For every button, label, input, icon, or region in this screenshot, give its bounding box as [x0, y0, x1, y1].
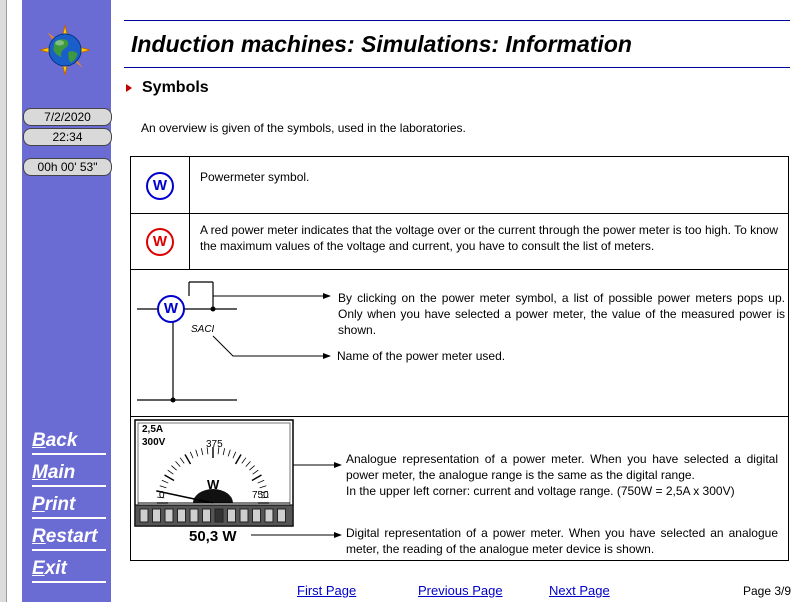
restart-link[interactable]: Restart: [32, 526, 106, 551]
meter-tick: [175, 461, 181, 467]
symbol-row-analogue: 2,5A 300V 375 0 750 W 50,3 W Analogue re…: [130, 416, 789, 561]
page-title: Induction machines: Simulations: Informa…: [131, 31, 632, 57]
sidebar: [22, 0, 111, 602]
powermeter-icon: W: [146, 172, 174, 200]
section-bullet-icon: [126, 84, 132, 92]
exit-link[interactable]: Exit: [32, 558, 106, 583]
meter-tick: [259, 485, 267, 489]
meter-tick: [161, 479, 169, 484]
meter-digit-cell: [239, 508, 249, 523]
meter-scale-mid: 375: [206, 439, 223, 450]
meter-tick: [241, 457, 247, 464]
meter-tick: [200, 448, 204, 456]
meter-tick: [171, 465, 177, 471]
meter-digit-cell: [152, 508, 161, 523]
meter-digit-cell: [202, 508, 211, 523]
globe-logo-icon: [40, 24, 90, 76]
meter-tick: [232, 451, 237, 459]
meter-tick: [227, 449, 231, 457]
meter-digit-cell: [277, 508, 286, 523]
meter-digit-cell: [227, 508, 236, 523]
meter-tick: [195, 449, 199, 457]
header-rule-bottom: [124, 67, 790, 68]
header-rule-top: [124, 20, 790, 21]
window-edge: [0, 0, 7, 602]
elapsed-timer: 00h 00' 53": [23, 158, 112, 176]
meter-scale-min: 0: [159, 490, 165, 501]
print-link[interactable]: Print: [32, 494, 106, 519]
meter-tick: [251, 474, 262, 482]
time-display: 22:34: [23, 128, 112, 146]
meter-tick: [257, 479, 265, 484]
meter-range-current: 2,5A: [142, 424, 163, 435]
meter-tick: [245, 461, 251, 467]
meter-range-voltage: 300V: [142, 437, 166, 448]
clickable-powermeter-icon[interactable]: W: [157, 295, 185, 323]
meter-digit-cell: [214, 508, 224, 523]
click-description: By clicking on the power meter symbol, a…: [338, 291, 785, 337]
meter-tick: [179, 457, 185, 464]
meter-unit: W: [207, 477, 220, 492]
powermeter-circuit-diagram: [137, 281, 331, 403]
meter-tick: [217, 447, 220, 455]
next-page-link[interactable]: Next Page: [549, 583, 610, 598]
meter-digit-cell: [139, 508, 149, 523]
meter-scale-max: 750: [252, 490, 269, 501]
meter-name-label: SACI: [191, 324, 215, 335]
meter-digit-cell: [164, 508, 174, 523]
powermeter-description: Powermeter symbol.: [200, 170, 310, 184]
meter-tick: [159, 485, 167, 489]
analogue-meter-diagram: 2,5A 300V 375 0 750 W 50,3 W: [134, 419, 342, 545]
red-powermeter-icon: W: [146, 228, 174, 256]
intro-text: An overview is given of the symbols, use…: [141, 121, 466, 135]
meter-tick: [157, 496, 165, 499]
first-page-link[interactable]: First Page: [297, 583, 357, 598]
main-link[interactable]: Main: [32, 462, 106, 487]
digital-description: Digital representation of a power meter.…: [346, 526, 778, 556]
meter-tick: [167, 469, 174, 475]
meter-needle: [156, 490, 214, 504]
analogue-range-note: In the upper left corner: current and vo…: [346, 484, 735, 498]
meter-tick: [206, 447, 209, 455]
meter-tick: [189, 451, 194, 459]
meter-digit-cell: [177, 508, 186, 523]
meter-tick: [261, 496, 269, 499]
back-link[interactable]: Back: [32, 430, 106, 455]
meter-tick: [260, 490, 268, 494]
digital-reading: 50,3 W: [189, 528, 237, 545]
symbol-row-red-meter: W A red power meter indicates that the v…: [130, 213, 789, 270]
meter-tick: [249, 465, 255, 471]
meter-name-description: Name of the power meter used.: [337, 349, 506, 363]
previous-page-link[interactable]: Previous Page: [418, 583, 503, 598]
meter-tick: [252, 469, 259, 475]
meter-tick: [234, 454, 242, 465]
meter-tick: [222, 448, 226, 456]
meter-tick: [164, 474, 175, 482]
section-heading: Symbols: [142, 79, 209, 96]
meter-tick: [184, 454, 192, 465]
meter-digit-cell: [189, 508, 199, 523]
meter-digit-cell: [264, 508, 274, 523]
symbol-row-powermeter: W Powermeter symbol.: [130, 156, 789, 214]
page-indicator: Page 3/9: [743, 584, 792, 598]
analogue-description: Analogue representation of a power meter…: [346, 452, 778, 482]
meter-digit-cell: [252, 508, 261, 523]
date-display: 7/2/2020: [23, 108, 112, 126]
red-meter-description: A red power meter indicates that the vol…: [200, 223, 779, 253]
symbol-row-click: W SACI By clicking on the power meter sy…: [130, 269, 789, 417]
